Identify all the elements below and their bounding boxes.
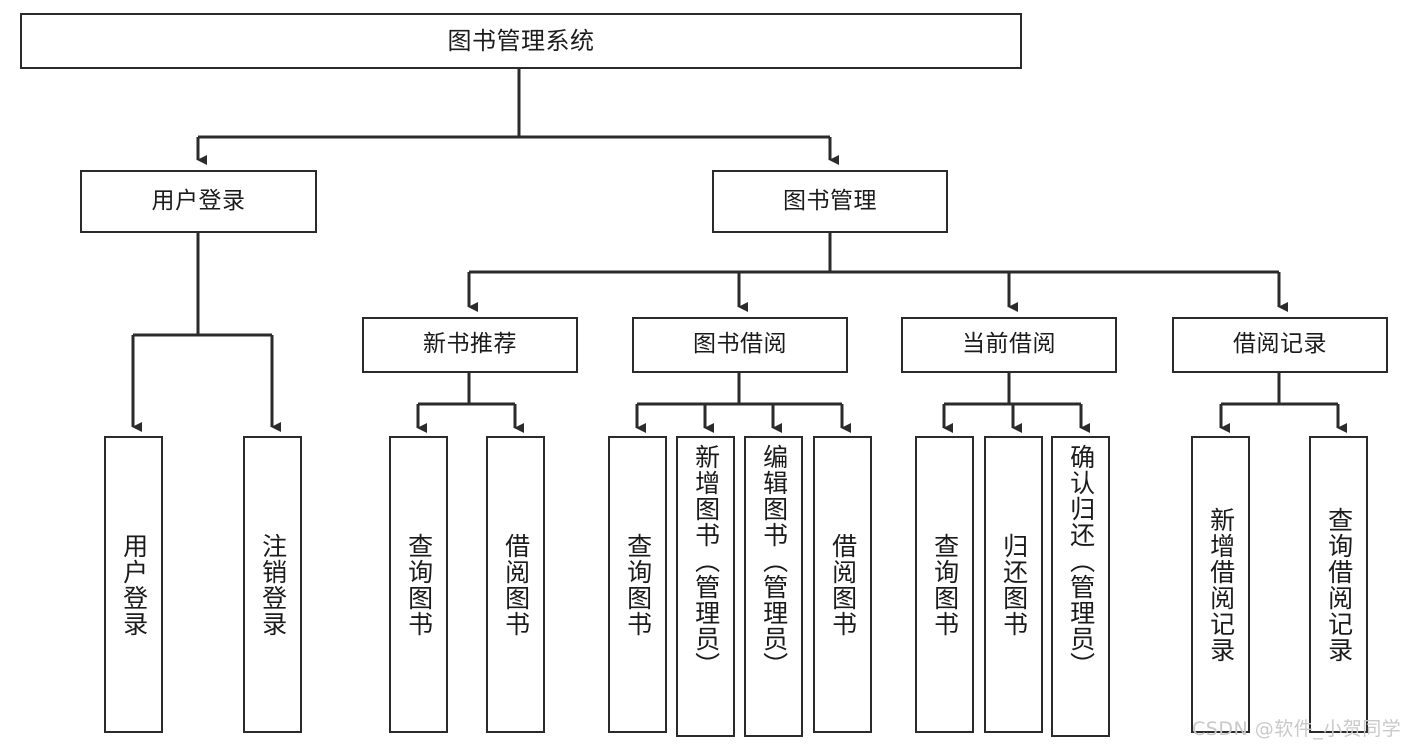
node-leaf-confirm-return[interactable]: 确认归还（管理员） <box>1051 436 1110 737</box>
node-book-borrow[interactable]: 图书借阅 <box>632 317 848 373</box>
node-book-management[interactable]: 图书管理 <box>712 170 948 233</box>
node-leaf-add-book[interactable]: 新增图书（管理员） <box>676 436 735 737</box>
csdn-watermark: CSDN @软件_小贺同学 <box>1192 718 1402 740</box>
node-label: 编辑图书（管理员） <box>759 444 789 678</box>
node-label: 用户登录 <box>151 187 246 214</box>
node-leaf-query-book-3[interactable]: 查询图书 <box>915 436 974 733</box>
node-label: 注销登录 <box>258 532 288 637</box>
node-label: 用户登录 <box>119 532 149 637</box>
node-label: 新书推荐 <box>423 331 517 358</box>
node-borrow-record[interactable]: 借阅记录 <box>1172 317 1388 373</box>
node-leaf-borrow-book-2[interactable]: 借阅图书 <box>813 436 872 733</box>
node-label: 查询图书 <box>404 532 434 637</box>
node-label: 新增借阅记录 <box>1206 506 1236 663</box>
node-label: 当前借阅 <box>962 331 1056 358</box>
node-label: 确认归还（管理员） <box>1066 444 1096 678</box>
node-leaf-logout-login[interactable]: 注销登录 <box>243 436 302 733</box>
node-leaf-add-record[interactable]: 新增借阅记录 <box>1191 436 1250 733</box>
node-label: 图书借阅 <box>693 331 787 358</box>
node-root-system[interactable]: 图书管理系统 <box>20 13 1022 69</box>
node-label: 新增图书（管理员） <box>691 444 721 678</box>
node-leaf-edit-book[interactable]: 编辑图书（管理员） <box>744 436 803 737</box>
node-label: 归还图书 <box>999 532 1029 637</box>
node-leaf-user-login[interactable]: 用户登录 <box>104 436 163 733</box>
node-leaf-query-record[interactable]: 查询借阅记录 <box>1309 436 1368 733</box>
node-current-borrow[interactable]: 当前借阅 <box>901 317 1117 373</box>
node-label: 图书管理系统 <box>447 26 595 55</box>
node-label: 查询图书 <box>930 532 960 637</box>
node-label: 借阅图书 <box>828 532 858 637</box>
node-label: 查询图书 <box>623 532 653 637</box>
node-label: 借阅图书 <box>501 532 531 637</box>
node-leaf-borrow-book-1[interactable]: 借阅图书 <box>486 436 545 733</box>
node-label: 借阅记录 <box>1233 331 1327 358</box>
node-leaf-return-book[interactable]: 归还图书 <box>984 436 1043 733</box>
node-leaf-query-book-1[interactable]: 查询图书 <box>389 436 448 733</box>
node-new-book-recommend[interactable]: 新书推荐 <box>362 317 578 373</box>
node-user-login[interactable]: 用户登录 <box>80 170 317 233</box>
node-label: 查询借阅记录 <box>1324 506 1354 663</box>
node-leaf-query-book-2[interactable]: 查询图书 <box>608 436 667 733</box>
node-label: 图书管理 <box>783 187 877 214</box>
